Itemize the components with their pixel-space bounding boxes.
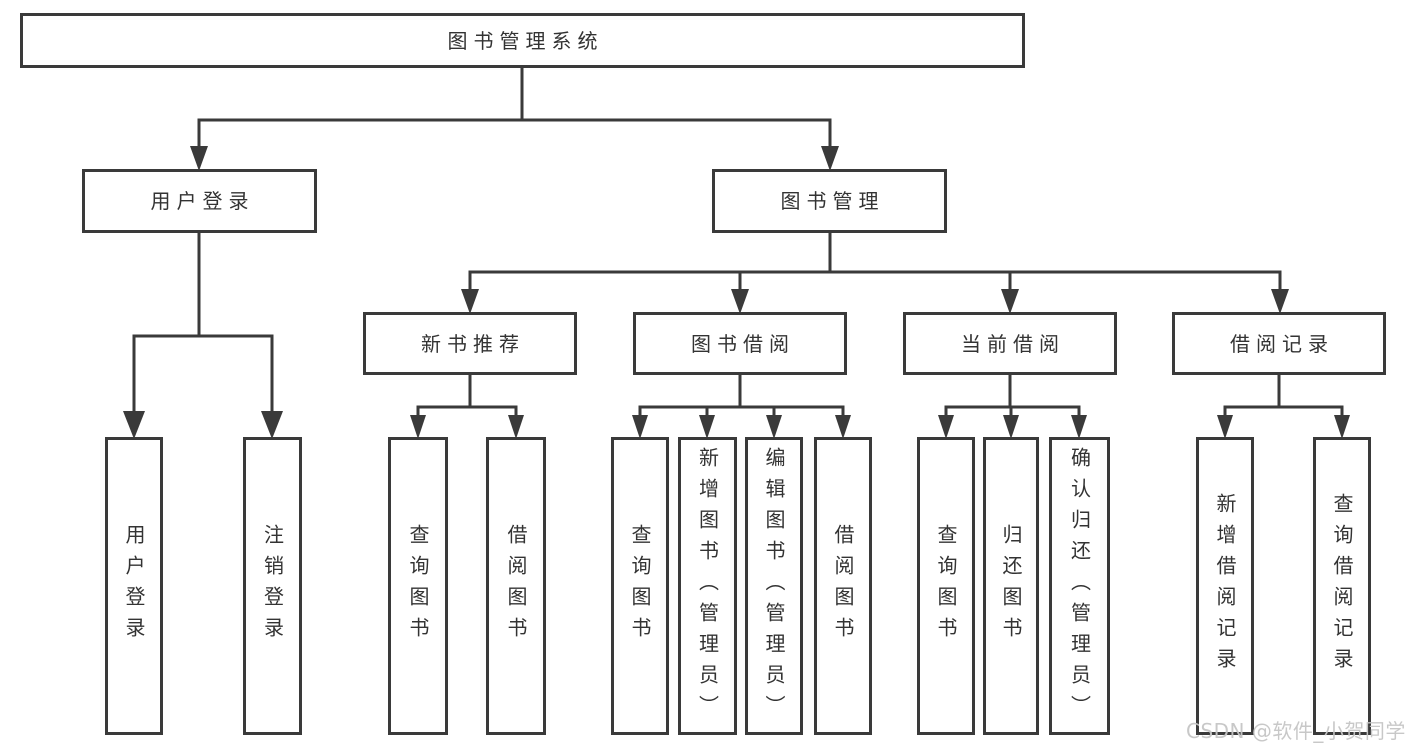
leaf-br-add-record: 新增借阅记录	[1196, 437, 1254, 735]
leaf-logout: 注销登录	[243, 437, 302, 735]
leaf-br-query-record: 查询借阅记录	[1313, 437, 1371, 735]
leaf-user-login: 用户登录	[105, 437, 163, 735]
leaf-bb-borrow-books: 借阅图书	[814, 437, 872, 735]
node-book-borrowing: 图书借阅	[633, 312, 847, 375]
leaf-nr-query-books: 查询图书	[388, 437, 448, 735]
node-new-book-recommend: 新书推荐	[363, 312, 577, 375]
watermark: CSDN @软件_小贺同学	[1186, 719, 1405, 743]
leaf-bb-edit-books-admin: 编辑图书（管理员）	[745, 437, 803, 735]
node-current-borrowing: 当前借阅	[903, 312, 1117, 375]
node-root: 图书管理系统	[20, 13, 1025, 68]
node-book-management: 图书管理	[712, 169, 947, 233]
leaf-cb-confirm-return-admin: 确认归还（管理员）	[1049, 437, 1110, 735]
arrowheads	[123, 146, 1350, 439]
leaf-cb-query-books: 查询图书	[917, 437, 975, 735]
leaf-cb-return-books: 归还图书	[983, 437, 1039, 735]
leaf-bb-query-books: 查询图书	[611, 437, 669, 735]
node-borrowing-records: 借阅记录	[1172, 312, 1386, 375]
node-user-login: 用户登录	[82, 169, 317, 233]
leaf-bb-add-books-admin: 新增图书（管理员）	[678, 437, 737, 735]
leaf-nr-borrow-books: 借阅图书	[486, 437, 546, 735]
